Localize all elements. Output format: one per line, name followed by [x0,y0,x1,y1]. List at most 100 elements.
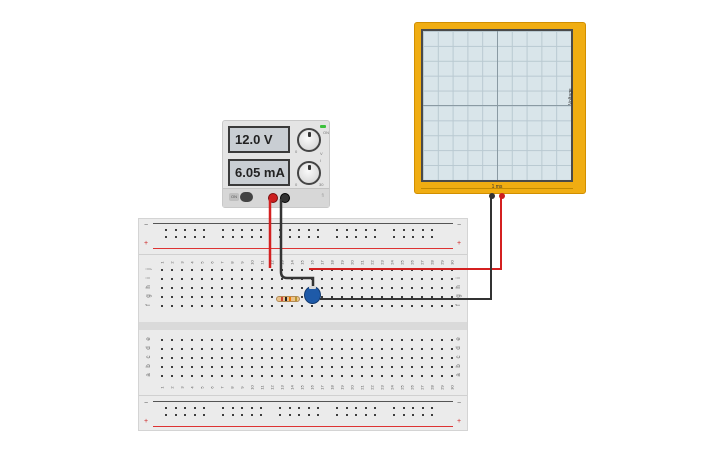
rail-hole[interactable] [393,229,395,231]
terminal-hole[interactable] [301,305,303,307]
terminal-hole[interactable] [411,287,413,289]
rail-hole[interactable] [222,229,224,231]
terminal-hole[interactable] [271,296,273,298]
terminal-hole[interactable] [241,305,243,307]
rail-hole[interactable] [203,414,205,416]
terminal-hole[interactable] [251,278,253,280]
terminal-hole[interactable] [181,287,183,289]
terminal-hole[interactable] [291,357,293,359]
terminal-hole[interactable] [311,357,313,359]
terminal-hole[interactable] [431,375,433,377]
terminal-hole[interactable] [271,348,273,350]
terminal-hole[interactable] [401,296,403,298]
terminal-hole[interactable] [321,305,323,307]
terminal-hole[interactable] [441,357,443,359]
rail-hole[interactable] [355,236,357,238]
terminal-hole[interactable] [191,287,193,289]
terminal-hole[interactable] [411,357,413,359]
rail-hole[interactable] [393,236,395,238]
rail-hole[interactable] [184,236,186,238]
terminal-hole[interactable] [171,305,173,307]
rail-hole[interactable] [374,229,376,231]
rail-hole[interactable] [336,414,338,416]
terminal-hole[interactable] [391,366,393,368]
terminal-hole[interactable] [231,278,233,280]
terminal-hole[interactable] [381,366,383,368]
rail-hole[interactable] [317,229,319,231]
terminal-hole[interactable] [171,287,173,289]
terminal-hole[interactable] [381,375,383,377]
terminal-hole[interactable] [371,339,373,341]
rail-hole[interactable] [231,414,234,416]
terminal-hole[interactable] [261,287,263,289]
rail-hole[interactable] [203,236,205,238]
rail-hole[interactable] [193,229,196,231]
terminal-hole[interactable] [201,287,203,289]
terminal-hole[interactable] [251,287,253,289]
rail-hole[interactable] [222,236,224,238]
terminal-hole[interactable] [201,296,203,298]
terminal-hole[interactable] [351,305,353,307]
rail-hole[interactable] [412,414,414,416]
terminal-hole[interactable] [181,375,183,377]
terminal-hole[interactable] [171,296,173,298]
rail-hole[interactable] [241,414,243,416]
terminal-hole[interactable] [361,339,363,341]
terminal-hole[interactable] [401,348,403,350]
terminal-hole[interactable] [281,357,283,359]
terminal-hole[interactable] [281,339,283,341]
rail-hole[interactable] [279,414,281,416]
terminal-hole[interactable] [251,296,253,298]
rail-hole[interactable] [355,414,357,416]
rail-hole[interactable] [184,229,186,231]
terminal-hole[interactable] [241,269,243,271]
terminal-hole[interactable] [221,357,223,359]
terminal-hole[interactable] [451,287,453,289]
rail-hole[interactable] [317,236,319,238]
terminal-hole[interactable] [181,269,183,271]
terminal-hole[interactable] [201,366,203,368]
wire-red-osc-to-board[interactable] [309,198,502,270]
terminal-hole[interactable] [351,357,353,359]
terminal-hole[interactable] [171,269,173,271]
rail-hole[interactable] [307,236,310,238]
terminal-hole[interactable] [271,305,273,307]
terminal-hole[interactable] [191,305,193,307]
terminal-hole[interactable] [341,357,343,359]
rail-hole[interactable] [307,229,310,231]
terminal-hole[interactable] [271,339,273,341]
terminal-hole[interactable] [451,305,453,307]
terminal-hole[interactable] [401,278,403,280]
terminal-hole[interactable] [361,357,363,359]
terminal-hole[interactable] [271,366,273,368]
terminal-hole[interactable] [221,287,223,289]
terminal-hole[interactable] [371,305,373,307]
terminal-hole[interactable] [371,366,373,368]
terminal-hole[interactable] [361,278,363,280]
terminal-hole[interactable] [251,357,253,359]
rail-hole[interactable] [317,407,319,409]
rail-hole[interactable] [165,236,167,238]
rail-hole[interactable] [412,407,414,409]
terminal-hole[interactable] [361,366,363,368]
terminal-hole[interactable] [381,278,383,280]
terminal-hole[interactable] [391,296,393,298]
terminal-hole[interactable] [331,305,333,307]
terminal-hole[interactable] [271,278,273,280]
terminal-hole[interactable] [421,287,423,289]
terminal-hole[interactable] [451,339,453,341]
rail-hole[interactable] [250,407,253,409]
rail-hole[interactable] [231,407,234,409]
terminal-hole[interactable] [291,375,293,377]
terminal-hole[interactable] [211,287,213,289]
rail-hole[interactable] [260,229,262,231]
terminal-hole[interactable] [261,296,263,298]
rail-hole[interactable] [364,414,367,416]
rail-hole[interactable] [184,414,186,416]
terminal-hole[interactable] [361,375,363,377]
rail-hole[interactable] [421,414,424,416]
terminal-hole[interactable] [191,375,193,377]
terminal-hole[interactable] [381,305,383,307]
terminal-hole[interactable] [421,339,423,341]
rail-hole[interactable] [345,414,348,416]
